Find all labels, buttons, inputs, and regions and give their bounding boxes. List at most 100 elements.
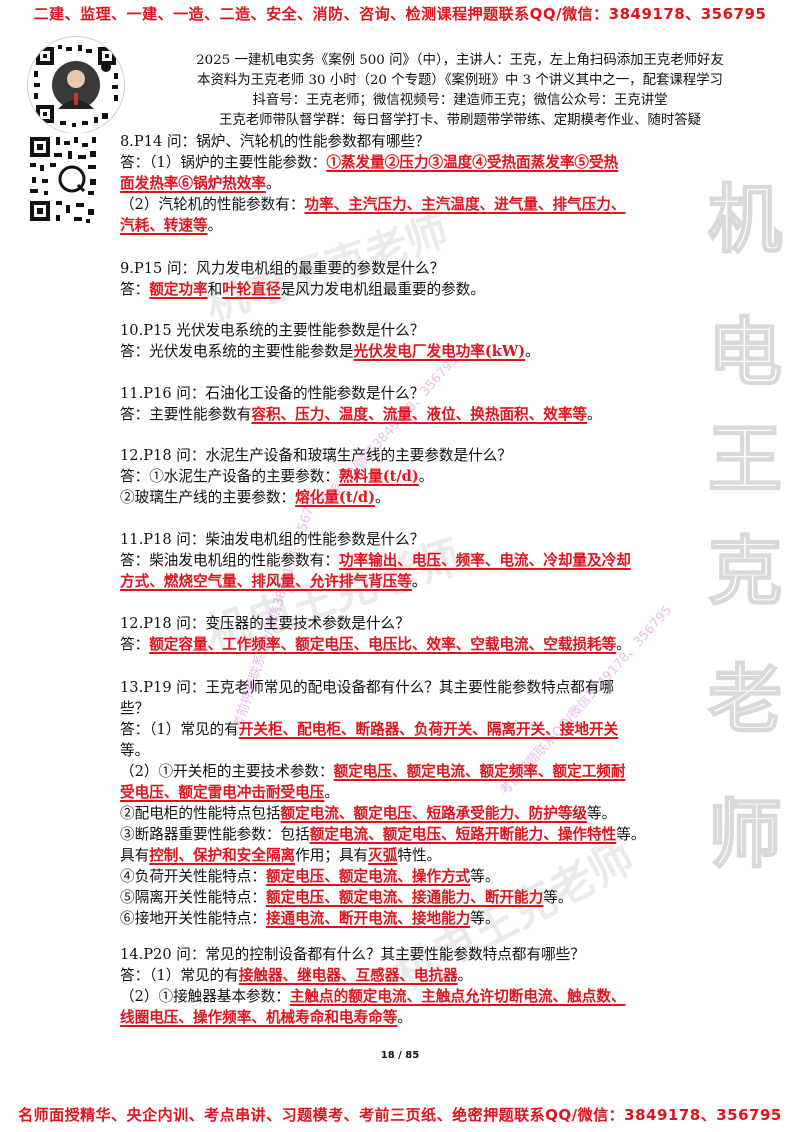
side-watermark-char-6: 师 — [707, 791, 783, 879]
answer-text: 特性。 — [397, 847, 442, 864]
question-text: 12.P18 问：水泥生产设备和玻璃生产线的主要参数是什么？ — [120, 447, 512, 464]
highlight-text: 受电压、额定雷电冲击耐受电压 — [120, 784, 325, 801]
answer-text: 等。 — [543, 889, 573, 906]
highlight-text: 额定功率 — [149, 281, 208, 298]
answer-text: 等。 — [616, 826, 646, 843]
punct: 。 — [457, 967, 473, 984]
answer-text: 作用；具有 — [295, 847, 369, 864]
highlight-text: 线圈电压、操作频率、机械寿命和电寿命等 — [120, 1009, 398, 1026]
answer-text: 答：（1）锅炉的主要性能参数： — [120, 154, 327, 171]
answer-text: 等。 — [470, 910, 500, 927]
highlight-text: 汽耗、转速等 — [120, 217, 208, 234]
punct: 。 — [397, 1009, 412, 1026]
answer-text: （2）汽轮机的性能参数有： — [120, 196, 305, 213]
answer-text: 等。 — [587, 805, 617, 822]
question-10: 10.P15 光伏发电系统的主要性能参数是什么？ 答：光伏发电系统的主要性能参数… — [120, 320, 690, 362]
side-watermark-char-5: 老 — [707, 656, 783, 744]
highlight-text: 方式、燃烧空气量、排风量、允许排气背压等 — [120, 573, 412, 590]
side-watermark-char-4: 克 — [707, 528, 783, 616]
highlight-text: 熟料量(t/d) — [338, 468, 419, 485]
punct: 。 — [411, 573, 427, 590]
highlight-text: 额定电流、额定电压、短路承受能力、防护等级 — [280, 805, 588, 822]
question-text: 11.P18 问：柴油发电机组的性能参数是什么？ — [120, 531, 425, 548]
answer-text: 具有 — [120, 847, 150, 864]
answer-text: ②玻璃生产线的主要参数： — [120, 489, 296, 506]
highlight-text: 熔化量(t/d) — [295, 489, 376, 506]
bottom-contact-banner: 名师面授精华、央企内训、考点串讲、习题模考、考前三页纸、绝密押题联系QQ/微信：… — [18, 1106, 782, 1124]
answer-text: 答： — [120, 281, 150, 298]
answer-text: 答：①水泥生产设备的主要参数： — [120, 468, 339, 485]
top-contact-banner: 二建、监理、一建、一造、二造、安全、消防、咨询、检测课程押题联系QQ/微信：38… — [33, 5, 767, 23]
answer-text: 答：光伏发电系统的主要性能参数是 — [120, 343, 354, 360]
question-text: 14.P20 问：常见的控制设备都有什么？其主要性能参数特点都有哪些？ — [120, 946, 585, 963]
answer-text: （2）①接触器基本参数： — [120, 988, 290, 1005]
question-text: 8.P14 问：锅炉、汽轮机的性能参数都有哪些？ — [120, 133, 430, 150]
header-line-4: 王克老师带队督学群：每日督学打卡、带刷题带学带练、定期模考作业、随时答疑 — [218, 113, 702, 128]
highlight-text: 叶轮直径 — [222, 281, 281, 298]
highlight-text: 控制、保护和安全隔离 — [149, 847, 296, 864]
highlight-text: 容积、压力、温度、流量、液位、换热面积、效率等 — [251, 406, 588, 423]
punct: 。 — [587, 406, 602, 423]
qr-code-secondary — [28, 133, 108, 225]
answer-text: 和 — [207, 281, 223, 298]
answer-text: ④负荷开关性能特点： — [120, 868, 266, 885]
highlight-text: 额定容量、工作频率、额定电压、电压比、效率、空载电流、空载损耗等 — [149, 636, 617, 653]
punct: 。 — [207, 217, 223, 234]
answer-text: 答： — [120, 636, 150, 653]
question-text: 12.P18 问：变压器的主要技术参数是什么？ — [120, 615, 410, 632]
header-line-2: 本资料为王克老师 30 小时（20 个专题）《案例班》中 3 个讲义其中之一，配… — [197, 73, 723, 88]
question-text: 10.P15 光伏发电系统的主要性能参数是什么？ — [120, 322, 425, 339]
highlight-text: ①蒸发量②压力③温度④受热面蒸发率⑤受热 — [326, 154, 619, 171]
punct: 。 — [265, 175, 281, 192]
answer-text: ③断路器重要性能参数：包括 — [120, 826, 310, 843]
question-12-transformer: 12.P18 问：变压器的主要技术参数是什么？ 答：额定容量、工作频率、额定电压… — [120, 613, 690, 655]
question-9: 9.P15 问：风力发电机组的最重要的参数是什么？ 答：额定功率和叶轮直径是风力… — [120, 258, 690, 300]
highlight-text: 额定电压、额定电流、接通能力、断开能力 — [265, 889, 544, 906]
question-text: 13.P19 问：王克老师常见的配电设备都有什么？其主要性能参数特点都有哪 — [120, 679, 615, 696]
highlight-text: 接通电流、断开电流、接地能力 — [265, 910, 471, 927]
highlight-text: 灭弧 — [368, 847, 398, 864]
header-line-3: 抖音号：王克老师；微信视频号：建造师王克；微信公众号：王克讲堂 — [252, 93, 668, 108]
question-14: 14.P20 问：常见的控制设备都有什么？其主要性能参数特点都有哪些？ 答：（1… — [120, 944, 690, 1028]
question-text: 11.P16 问：石油化工设备的性能参数是什么？ — [120, 385, 425, 402]
punct: 。 — [418, 468, 434, 485]
highlight-text: 光伏发电厂发电功率(kW) — [353, 343, 526, 360]
highlight-text: 额定电压、额定电流、额定频率、额定工频耐 — [333, 763, 626, 780]
side-watermark-char-1: 机 — [707, 176, 783, 264]
answer-text: 答：主要性能参数有 — [120, 406, 252, 423]
punct: 。 — [616, 636, 631, 653]
answer-text: 是风力发电机组最重要的参数。 — [280, 281, 485, 298]
qr-code-image — [27, 36, 125, 134]
highlight-text: 主触点的额定电流、主触点允许切断电流、触点数、 — [289, 988, 626, 1005]
question-text: 些？ — [120, 700, 150, 717]
highlight-text: 接触器、继电器、互感器、电抗器 — [238, 967, 458, 984]
answer-text: 等。 — [120, 742, 150, 759]
highlight-text: 额定电压、额定电流、操作方式 — [265, 868, 471, 885]
answer-text: 等。 — [470, 868, 500, 885]
highlight-text: 开关柜、配电柜、断路器、负荷开关、隔离开关、接地开关 — [238, 721, 619, 738]
header-line-1: 2025 一建机电实务《案例 500 问》（中），主讲人：王克，左上角扫码添加王… — [196, 53, 724, 68]
question-text: 9.P15 问：风力发电机组的最重要的参数是什么？ — [120, 260, 445, 277]
highlight-text: 功率输出、电压、频率、电流、冷却量及冷却 — [338, 552, 631, 569]
question-12-cement: 12.P18 问：水泥生产设备和玻璃生产线的主要参数是什么？ 答：①水泥生产设备… — [120, 445, 690, 508]
side-watermark-char-2: 电 — [707, 309, 783, 397]
answer-text: 答：（1）常见的有 — [120, 721, 239, 738]
answer-text: 答：（1）常见的有 — [120, 967, 239, 984]
page-number: 18 / 85 — [380, 1050, 420, 1061]
question-13: 13.P19 问：王克老师常见的配电设备都有什么？其主要性能参数特点都有哪 些？… — [120, 677, 690, 929]
highlight-text: 额定电流、额定电压、短路开断能力、操作特性 — [309, 826, 617, 843]
punct: 。 — [525, 343, 540, 360]
highlight-text: 功率、主汽压力、主汽温度、进气量、排气压力、 — [304, 196, 626, 213]
answer-text: ⑤隔离开关性能特点： — [120, 889, 266, 906]
answer-text: 答：柴油发电机组的性能参数有： — [120, 552, 339, 569]
question-11-petrochem: 11.P16 问：石油化工设备的性能参数是什么？ 答：主要性能参数有容积、压力、… — [120, 383, 690, 425]
answer-text: ⑥接地开关性能特点： — [120, 910, 266, 927]
question-11-diesel: 11.P18 问：柴油发电机组的性能参数是什么？ 答：柴油发电机组的性能参数有：… — [120, 529, 690, 592]
question-8: 8.P14 问：锅炉、汽轮机的性能参数都有哪些？ 答：（1）锅炉的主要性能参数：… — [120, 131, 690, 236]
highlight-text: 面发热率⑥锅炉热效率 — [120, 175, 266, 192]
answer-text: ②配电柜的性能特点包括 — [120, 805, 281, 822]
side-watermark-char-3: 王 — [707, 416, 783, 504]
punct: 。 — [375, 489, 390, 506]
answer-text: （2）①开关柜的主要技术参数： — [120, 763, 334, 780]
header-info: 2025 一建机电实务《案例 500 问》（中），主讲人：王克，左上角扫码添加王… — [120, 51, 800, 131]
